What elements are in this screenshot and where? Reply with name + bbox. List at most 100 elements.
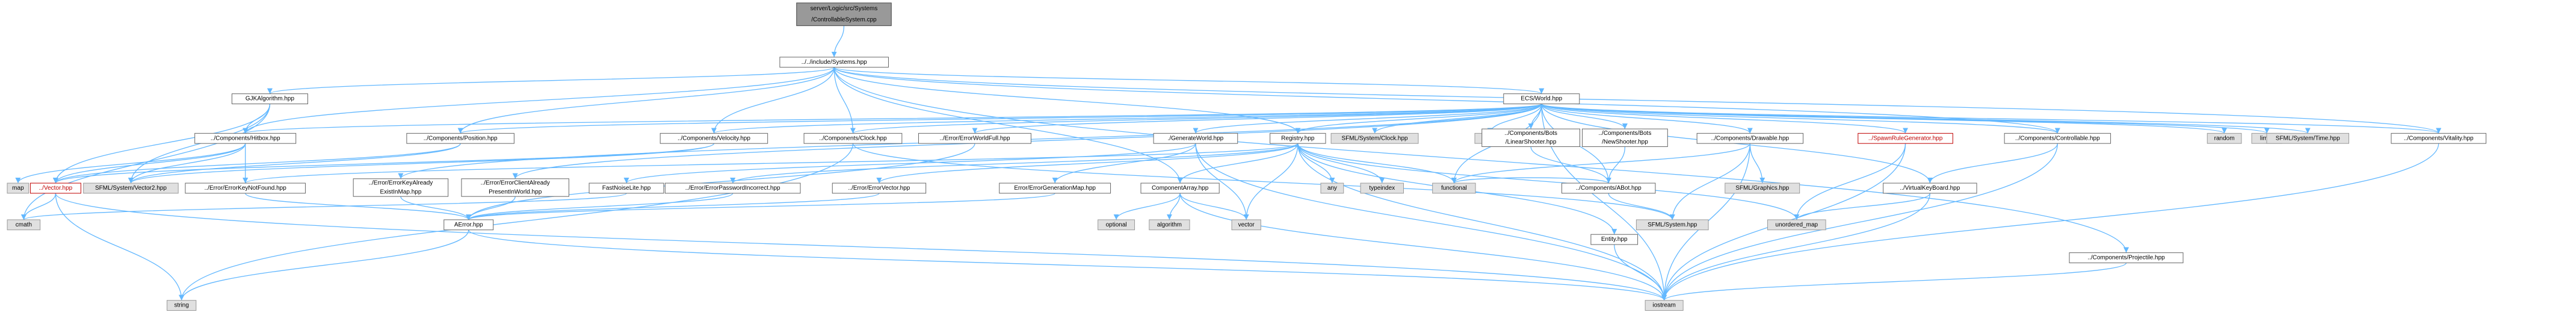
- node-box: [659, 133, 768, 144]
- node-unorderedmap[interactable]: unordered_map: [1767, 219, 1826, 231]
- node-label: ../VirtualKeyBoard.hpp: [1900, 185, 1960, 192]
- node-box: [1635, 219, 1709, 231]
- edge-controllable-to-iostream: [1661, 143, 2059, 301]
- node-hitbox[interactable]: ../Components/Hitbox.hpp: [194, 133, 297, 144]
- node-registry[interactable]: Registry.hpp: [1270, 133, 1326, 144]
- node-position[interactable]: ../Components/Position.hpp: [406, 133, 514, 144]
- node-cmath[interactable]: cmath: [7, 219, 41, 231]
- edge-registry-to-functional: [1297, 143, 1457, 184]
- node-box: [1725, 182, 1800, 194]
- node-algorithm[interactable]: algorithm: [1149, 219, 1190, 231]
- edge-virtualkb-to-unorderedmap: [1794, 193, 1930, 220]
- node-velocity[interactable]: ../Components/Velocity.hpp: [659, 133, 768, 144]
- node-box: [194, 133, 297, 144]
- node-label: ../Error/ErrorKeyNotFound.hpp: [205, 185, 287, 192]
- edge-systems-to-gjk: [267, 67, 835, 95]
- node-box: [1149, 219, 1190, 231]
- edge-ecsworld-to-sftime: [1541, 103, 2311, 134]
- node-sftime[interactable]: SFML/System/Time.hpp: [2266, 133, 2349, 144]
- node-label: optional: [1106, 222, 1127, 228]
- node-abot[interactable]: ../Components/ABot.hpp: [1561, 182, 1656, 194]
- node-label: ./GenerateWorld.hpp: [1168, 135, 1224, 142]
- node-comparray[interactable]: ComponentArray.hpp: [1140, 182, 1220, 194]
- node-label: ../Components/Bots: [1504, 130, 1557, 137]
- node-label: SFML/System/Clock.hpp: [1342, 135, 1408, 142]
- node-string[interactable]: string: [167, 300, 197, 311]
- node-label: GJKAlgorithm.hpp: [246, 96, 295, 102]
- node-label: cmath: [16, 222, 32, 228]
- node-box: [167, 300, 197, 311]
- node-newshooter[interactable]: ../Components/Bots/NewShooter.hpp: [1582, 128, 1668, 147]
- node-box: [443, 219, 494, 231]
- node-iostream[interactable]: iostream: [1645, 300, 1684, 311]
- node-vectorhpp[interactable]: ../Vector.hpp: [29, 182, 81, 194]
- node-sfsystem[interactable]: SFML/System.hpp: [1635, 219, 1709, 231]
- node-random[interactable]: random: [2207, 133, 2242, 144]
- node-linearshooter[interactable]: ../Components/Bots/LinearShooter.hpp: [1481, 128, 1581, 147]
- edge-drawable-to-sfgraphics: [1749, 143, 1765, 184]
- node-label: iostream: [1652, 302, 1675, 309]
- node-entity[interactable]: Entity.hpp: [1590, 234, 1639, 245]
- node-box: [1140, 182, 1220, 194]
- node-root[interactable]: server/Logic/src/Systems/ControllableSys…: [796, 2, 892, 27]
- node-errpassword[interactable]: ../Error/ErrorPasswordIncorrect.hpp: [664, 182, 801, 194]
- node-sfgraphics[interactable]: SFML/Graphics.hpp: [1725, 182, 1800, 194]
- node-aerror[interactable]: AError.hpp: [443, 219, 494, 231]
- nodes-layer: server/Logic/src/Systems/ControllableSys…: [7, 2, 2486, 311]
- node-label: ../Components/Bots: [1599, 130, 1652, 137]
- node-optional[interactable]: optional: [1098, 219, 1135, 231]
- node-systems[interactable]: ../../include/Systems.hpp: [779, 57, 889, 68]
- node-box: [461, 178, 569, 197]
- node-any[interactable]: any: [1320, 182, 1344, 194]
- node-label: Error/ErrorGenerationMap.hpp: [1014, 185, 1096, 192]
- edge-ecsworld-to-newshooter: [1541, 104, 1628, 129]
- node-vector[interactable]: vector: [1231, 219, 1261, 231]
- edge-registry-to-unorderedmap: [1297, 143, 1800, 220]
- node-ecsworld[interactable]: ECS/World.hpp: [1503, 93, 1580, 104]
- node-sfclock[interactable]: SFML/System/Clock.hpp: [1330, 133, 1419, 144]
- node-clock[interactable]: ../Components/Clock.hpp: [803, 133, 903, 144]
- node-errvector[interactable]: ../Error/ErrorVector.hpp: [832, 182, 927, 194]
- node-sfvector2[interactable]: SFML/System/Vector2.hpp: [83, 182, 179, 194]
- edge-systems-to-ecsworld: [833, 67, 1544, 95]
- node-label: string: [174, 302, 188, 309]
- node-virtualkb[interactable]: ../VirtualKeyBoard.hpp: [1883, 182, 1977, 194]
- node-genworld[interactable]: ./GenerateWorld.hpp: [1153, 133, 1238, 144]
- node-label: SFML/Graphics.hpp: [1735, 185, 1789, 192]
- node-gjk[interactable]: GJKAlgorithm.hpp: [231, 93, 308, 104]
- node-errgenmap[interactable]: Error/ErrorGenerationMap.hpp: [999, 182, 1111, 194]
- edge-controllable-to-virtualkb: [1927, 143, 2059, 184]
- node-fastnoise[interactable]: FastNoiseLite.hpp: [588, 182, 664, 194]
- node-box: [588, 182, 664, 194]
- node-label: unordered_map: [1776, 222, 1818, 228]
- edge-hitbox-to-vectorhpp: [52, 143, 246, 184]
- node-spawnrule[interactable]: ../SpawnRuleGenerator.hpp: [1858, 133, 1953, 144]
- node-label: functional: [1441, 185, 1467, 192]
- edge-systems-to-hitbox: [242, 67, 835, 134]
- edge-hitbox-to-sfvector2: [128, 143, 246, 184]
- node-projectile[interactable]: ../Components/Projectile.hpp: [2069, 252, 2184, 263]
- node-box: [2069, 252, 2184, 263]
- node-typeindex[interactable]: typeindex: [1360, 182, 1404, 194]
- node-errclient[interactable]: ../Error/ErrorClientAlreadyPresentInWorl…: [461, 178, 569, 197]
- node-functional[interactable]: functional: [1432, 182, 1476, 194]
- edge-ecsworld-to-genworld: [1193, 103, 1542, 134]
- node-label: AError.hpp: [454, 222, 483, 228]
- edge-aerror-to-string: [179, 229, 469, 301]
- edge-registry-to-errkeynotfound: [242, 143, 1299, 184]
- node-map[interactable]: map: [7, 182, 29, 194]
- edge-position-to-sfvector2: [128, 143, 461, 184]
- edge-errvector-to-aerror: [466, 193, 880, 220]
- node-vitality[interactable]: ../Components/Vitality.hpp: [2391, 133, 2486, 144]
- node-errworldfull[interactable]: ../Error/ErrorWorldFull.hpp: [918, 133, 1031, 144]
- node-drawable[interactable]: ../Components/Drawable.hpp: [1696, 133, 1804, 144]
- edge-genworld-to-iostream: [1195, 143, 1667, 301]
- edge-errkeyexist-to-aerror: [400, 196, 472, 220]
- node-errkeynotfound[interactable]: ../Error/ErrorKeyNotFound.hpp: [185, 182, 306, 194]
- node-box: [1432, 182, 1476, 194]
- node-controllable[interactable]: ../Components/Controllable.hpp: [2004, 133, 2111, 144]
- node-label: ExistInMap.hpp: [380, 189, 421, 195]
- edge-clock-to-string: [179, 143, 854, 301]
